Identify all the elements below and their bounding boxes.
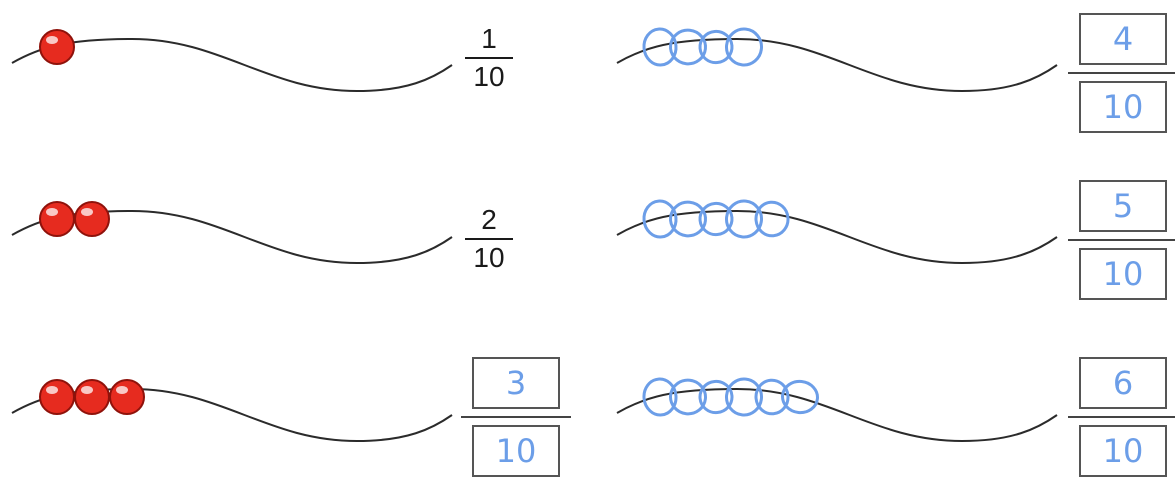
bead-string <box>616 387 1058 443</box>
denominator-answer-box[interactable]: 10 <box>1079 248 1167 300</box>
fraction-row3-right: 6 10 <box>1068 357 1175 477</box>
fraction-bar <box>465 57 513 59</box>
bead-highlight <box>46 386 58 394</box>
fraction-bar <box>1068 416 1175 418</box>
fraction-row2-right: 5 10 <box>1068 180 1175 300</box>
drawn-bead <box>642 199 678 239</box>
fraction-bar <box>1068 239 1175 241</box>
bead-highlight <box>46 36 58 44</box>
drawn-bead <box>698 201 734 237</box>
numerator-answer-box[interactable]: 4 <box>1079 13 1167 65</box>
fraction-bar <box>1068 72 1175 74</box>
drawn-bead <box>754 378 790 416</box>
fraction-denominator: 10 <box>473 242 505 273</box>
drawn-bead <box>724 27 764 67</box>
fraction-row1-right: 4 10 <box>1068 13 1175 133</box>
red-bead <box>109 379 145 415</box>
drawn-bead <box>669 378 707 416</box>
drawn-bead <box>642 377 678 417</box>
bead-highlight <box>116 386 128 394</box>
drawn-bead <box>781 379 819 415</box>
fraction-numerator: 2 <box>481 204 497 235</box>
bead-string <box>616 209 1058 265</box>
drawn-bead <box>724 377 764 417</box>
denominator-answer-box[interactable]: 10 <box>1079 425 1167 477</box>
numerator-answer-box[interactable]: 3 <box>472 357 560 409</box>
fraction-row2-left: 2 10 <box>459 205 519 273</box>
denominator-answer-box[interactable]: 10 <box>472 425 560 477</box>
numerator-answer-box[interactable]: 5 <box>1079 180 1167 232</box>
drawn-bead <box>698 379 734 415</box>
bead-highlight <box>81 208 93 216</box>
bead-string <box>11 37 453 93</box>
numerator-answer-box[interactable]: 6 <box>1079 357 1167 409</box>
fraction-row3-left: 3 10 <box>461 357 571 477</box>
fraction-row1-left: 1 10 <box>459 24 519 92</box>
drawn-bead <box>669 28 707 66</box>
red-bead <box>39 201 75 237</box>
drawn-bead <box>669 200 707 238</box>
denominator-answer-box[interactable]: 10 <box>1079 81 1167 133</box>
fraction-denominator: 10 <box>473 61 505 92</box>
drawn-bead <box>642 27 678 67</box>
fraction-bar <box>461 416 571 418</box>
bead-string <box>616 37 1058 93</box>
red-bead <box>74 379 110 415</box>
drawn-bead <box>724 199 764 239</box>
drawn-bead <box>754 200 790 238</box>
red-bead <box>39 379 75 415</box>
fraction-bar <box>465 238 513 240</box>
red-bead <box>74 201 110 237</box>
fraction-numerator: 1 <box>481 23 497 54</box>
bead-highlight <box>46 208 58 216</box>
red-bead <box>39 29 75 65</box>
bead-highlight <box>81 386 93 394</box>
drawn-bead <box>698 29 734 65</box>
